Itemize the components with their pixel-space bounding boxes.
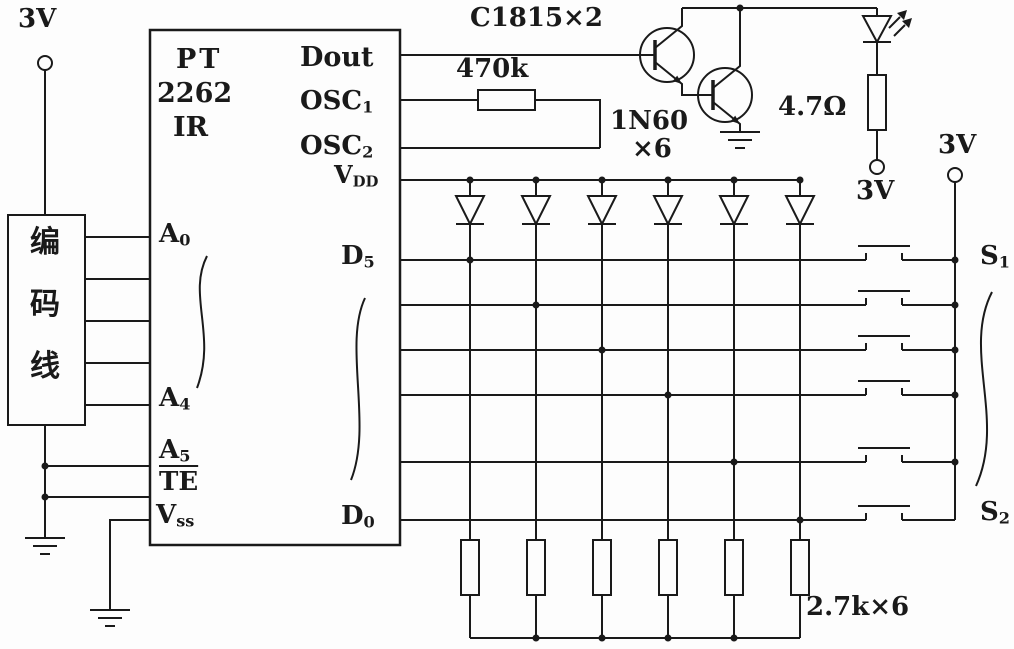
- continuation-squiggle: [350, 297, 366, 481]
- ic-part-suffix: IR: [173, 112, 209, 143]
- encoder-box-char: 线: [30, 349, 60, 384]
- label-resistor-4r7: 4.7Ω: [778, 92, 847, 122]
- label-3v-right: 3V: [938, 130, 977, 160]
- pin-label-vss: Vss: [156, 500, 195, 531]
- label-diodes-line1: 1N60: [610, 106, 689, 136]
- diode-icon: [587, 195, 617, 225]
- resistor-2k7-icon: [460, 539, 480, 596]
- terminal-circle: [869, 159, 885, 175]
- continuation-squiggle: [975, 291, 993, 487]
- diode-icon: [653, 195, 683, 225]
- pushbutton-switch-icon: [857, 380, 956, 396]
- wires: [7, 7, 993, 639]
- pushbutton-switch-icon: [857, 290, 956, 306]
- label-resistor-470k: 470k: [456, 54, 529, 84]
- pin-label-d5: D5: [341, 241, 375, 272]
- diode-column-wires: [469, 180, 801, 638]
- terminal-circle: [947, 167, 963, 183]
- ic-part-name: PT: [176, 44, 223, 75]
- npn-transistor-icon: [697, 8, 753, 132]
- ground-icon: [719, 131, 761, 149]
- label-transistors: C1815×2: [470, 3, 603, 33]
- resistor-4r7-icon: [867, 74, 887, 131]
- label-switch-s1: S1: [980, 241, 1010, 272]
- encoder-box-char: 编: [30, 225, 60, 260]
- diode-icon: [719, 195, 749, 225]
- resistor-2k7-icon: [790, 539, 810, 596]
- junction-dots: [41, 4, 959, 642]
- diode-icon: [785, 195, 815, 225]
- continuation-squiggle: [196, 255, 208, 389]
- diode-icon: [455, 195, 485, 225]
- pin-label-osc1: OSC1: [300, 86, 374, 117]
- diode-icon: [521, 195, 551, 225]
- pin-label-te: TE: [159, 467, 199, 497]
- label-3v-led: 3V: [856, 176, 895, 206]
- pin-label-a0: A0: [159, 219, 191, 250]
- pin-label-d0: D0: [341, 501, 375, 532]
- data-row-wires: [400, 259, 866, 521]
- resistor-2k7-icon: [526, 539, 546, 596]
- ir-led-icon: [861, 10, 912, 45]
- resistor-2k7-icon: [592, 539, 612, 596]
- label-3v-topleft: 3V: [18, 4, 57, 34]
- encoder-box-char: 码: [30, 287, 60, 322]
- ic-outline: [148, 28, 402, 547]
- ic-part-number: 2262: [157, 78, 233, 109]
- pin-label-a4: A4: [159, 383, 191, 414]
- resistor-470k-icon: [477, 89, 536, 111]
- pushbutton-switch-icon: [857, 447, 956, 463]
- label-resistor-2k7: 2.7k×6: [806, 592, 910, 622]
- resistor-2k7-icon: [724, 539, 744, 596]
- label-diodes-line2: ×6: [632, 134, 672, 164]
- ground-icon: [89, 609, 131, 627]
- pushbutton-switch-icon: [857, 505, 956, 521]
- pin-label-osc2: OSC2: [300, 131, 374, 162]
- pushbutton-switch-icon: [857, 245, 956, 261]
- terminal-circle: [37, 55, 53, 71]
- pushbutton-switch-icon: [857, 335, 956, 351]
- resistor-2k7-icon: [658, 539, 678, 596]
- encoder-box-outline: [7, 214, 86, 426]
- pin-label-dout: Dout: [300, 42, 374, 73]
- pin-label-vdd: VDD: [334, 160, 379, 191]
- ground-icon: [24, 537, 66, 555]
- label-switch-s2: S2: [980, 497, 1010, 528]
- pin-label-a5: A5: [159, 435, 191, 466]
